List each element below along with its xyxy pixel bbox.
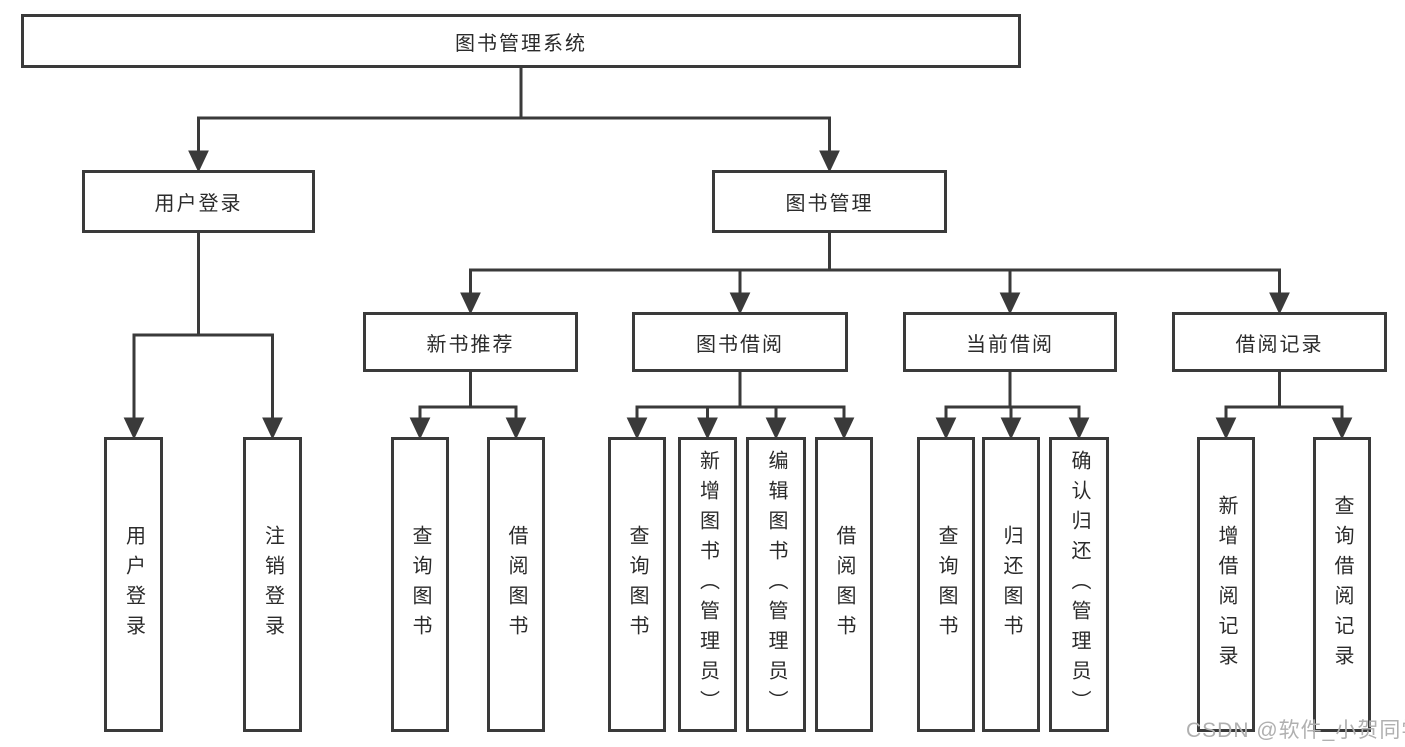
arrow-down-icon (1215, 417, 1237, 440)
arrow-down-icon (833, 417, 855, 440)
arrow-down-icon (262, 417, 283, 440)
node-label: 查询图书 (409, 524, 431, 645)
connector-book-borrowing-children (626, 370, 855, 440)
arrow-down-icon (1000, 417, 1022, 440)
leaf-query-borrow-record: 查询借阅记录 (1313, 437, 1371, 732)
arrow-down-icon (697, 417, 718, 440)
connector-new-book-recommend-children (409, 370, 527, 440)
node-label: 归还图书 (1000, 524, 1022, 645)
arrow-down-icon (999, 292, 1021, 315)
arrow-down-icon (626, 417, 648, 440)
node-label: 用户登录 (122, 524, 145, 645)
node-root: 图书管理系统 (21, 14, 1021, 68)
node-label: 借阅图书 (505, 524, 527, 645)
node-book-borrowing: 图书借阅 (632, 312, 848, 372)
node-book-management: 图书管理 (712, 170, 947, 233)
node-label: 确认归还（管理员） (1068, 449, 1090, 720)
node-borrow-records: 借阅记录 (1172, 312, 1387, 372)
arrow-down-icon (505, 417, 527, 440)
arrow-down-icon (123, 417, 145, 440)
leaf-edit-books-admin: 编辑图书（管理员） (746, 437, 806, 732)
leaf-return-books: 归还图书 (982, 437, 1040, 732)
arrow-down-icon (819, 150, 840, 173)
node-label: 用户登录 (154, 193, 243, 215)
node-label: 新增图书（管理员） (696, 449, 719, 720)
arrow-down-icon (409, 417, 431, 440)
node-new-book-recommend: 新书推荐 (363, 312, 578, 372)
leaf-add-borrow-record: 新增借阅记录 (1197, 437, 1255, 732)
node-label: 借阅图书 (833, 524, 855, 645)
node-user-login: 用户登录 (82, 170, 315, 233)
leaf-query-books-current: 查询图书 (917, 437, 975, 732)
leaf-borrow-books: 借阅图书 (815, 437, 873, 732)
arrow-down-icon (1068, 417, 1090, 440)
arrow-down-icon (1331, 417, 1353, 440)
leaf-confirm-return-admin: 确认归还（管理员） (1049, 437, 1109, 732)
leaf-user-login: 用户登录 (104, 437, 163, 732)
leaf-add-books-admin: 新增图书（管理员） (678, 437, 737, 732)
node-label: 查询图书 (935, 524, 957, 645)
arrow-down-icon (935, 417, 957, 440)
leaf-logout: 注销登录 (243, 437, 302, 732)
node-label: 注销登录 (261, 524, 284, 645)
leaf-query-books-recommend: 查询图书 (391, 437, 449, 732)
arrow-down-icon (1269, 292, 1290, 315)
node-label: 查询图书 (626, 524, 648, 645)
node-label: 查询借阅记录 (1331, 494, 1353, 675)
leaf-borrow-books-recommend: 借阅图书 (487, 437, 545, 732)
connector-user-login-children (123, 231, 283, 440)
node-label: 借阅记录 (1235, 333, 1324, 356)
node-label: 图书管理系统 (455, 32, 587, 55)
node-label: 图书管理 (785, 193, 874, 215)
node-label: 新书推荐 (426, 333, 515, 356)
connector-book-management-children (460, 231, 1290, 315)
node-current-borrowing: 当前借阅 (903, 312, 1117, 372)
arrow-down-icon (188, 150, 209, 173)
watermark: CSDN @软件_小贺同学 (1186, 719, 1405, 742)
leaf-query-books-borrowing: 查询图书 (608, 437, 666, 732)
connector-current-borrowing-children (935, 370, 1090, 440)
connector-borrow-records-children (1215, 370, 1353, 440)
arrow-down-icon (729, 292, 751, 315)
node-label: 新增借阅记录 (1215, 494, 1237, 675)
node-label: 当前借阅 (966, 333, 1054, 356)
arrow-down-icon (460, 292, 481, 315)
connector-root-to-level2 (188, 66, 840, 173)
node-label: 编辑图书（管理员） (765, 449, 787, 720)
node-label: 图书借阅 (696, 333, 784, 356)
arrow-down-icon (765, 417, 787, 440)
